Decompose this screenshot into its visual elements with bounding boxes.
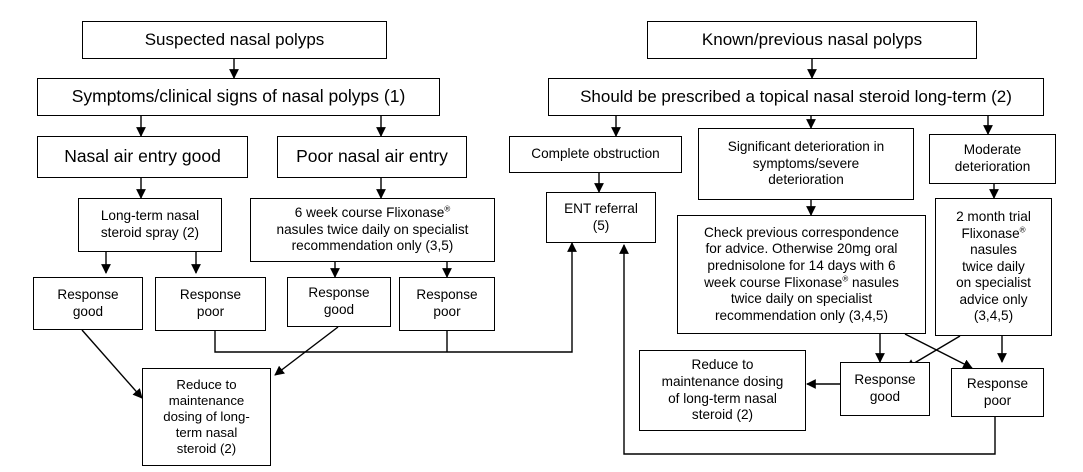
node-check-previous-correspondence: Check previous correspondence for advice… [677, 215, 926, 334]
arrow-poor-responses-to-ent [214, 242, 577, 353]
node-response-poor-spray: Response poor [155, 277, 266, 331]
node-suspected-nasal-polyps: Suspected nasal polyps [82, 21, 387, 59]
node-response-good-right: Response good [840, 362, 930, 416]
arrow-check-to-poor [904, 333, 973, 369]
node-response-poor-right: Response poor [951, 368, 1044, 417]
node-label: Long-term nasal steroid spray (2) [100, 208, 200, 240]
node-label: Symptoms/clinical signs of nasal polyps … [71, 86, 406, 107]
node-poor-nasal-air-entry: Poor nasal air entry [277, 136, 467, 178]
node-response-good-course: Response good [287, 277, 391, 327]
node-label: Response poor [966, 375, 1029, 408]
node-response-good-spray: Response good [33, 277, 143, 330]
node-label: Poor nasal air entry [296, 146, 448, 167]
node-label-rest: nasules twice daily on specialist recomm… [276, 221, 469, 254]
node-label: Complete obstruction [531, 146, 660, 162]
node-complete-obstruction: Complete obstruction [509, 136, 682, 173]
node-label-line1: Check previous correspondence for advice… [704, 224, 899, 290]
node-label: Response good [854, 372, 916, 404]
node-reduce-maintenance-left: Reduce to maintenance dosing of long- te… [142, 368, 271, 466]
node-label: Reduce to maintenance dosing of long-ter… [661, 357, 784, 423]
node-label: Response poor [179, 287, 242, 319]
node-label: Response good [57, 286, 119, 319]
node-label-rest: nasules twice daily on specialist advice… [956, 242, 1031, 324]
node-label: 6 week course Flixonase® nasules twice d… [277, 205, 469, 255]
node-label: Response poor [416, 287, 478, 319]
node-label-line1: 6 week course Flixonase [294, 205, 445, 221]
node-label: Should be prescribed a topical nasal ste… [580, 86, 1012, 106]
node-known-nasal-polyps: Known/previous nasal polyps [647, 21, 977, 59]
node-symptoms-clinical-signs: Symptoms/clinical signs of nasal polyps … [37, 78, 440, 116]
node-label: ENT referral (5) [564, 200, 638, 233]
arrow-resp-good-2-to-reduce [274, 326, 339, 376]
node-nasal-air-entry-good: Nasal air entry good [37, 136, 248, 178]
node-label-line1: 2 month trial Flixonase [956, 208, 1031, 241]
node-label: Check previous correspondence for advice… [704, 225, 899, 324]
node-label: Reduce to maintenance dosing of long- te… [163, 376, 250, 457]
node-response-poor-course: Response poor [399, 277, 495, 331]
node-label: 2 month trial Flixonase® nasules twice d… [956, 209, 1031, 325]
node-label: Suspected nasal polyps [144, 29, 325, 49]
node-label-rest: nasules twice daily on specialist recomm… [714, 274, 899, 323]
node-ent-referral: ENT referral (5) [546, 192, 656, 243]
registered-mark: ® [444, 204, 451, 214]
node-reduce-maintenance-right: Reduce to maintenance dosing of long-ter… [639, 350, 806, 431]
node-label: Response good [308, 285, 370, 317]
arrow-resp-good-1-to-reduce [81, 329, 143, 399]
node-longterm-nasal-steroid-spray: Long-term nasal steroid spray (2) [78, 198, 222, 252]
node-label: Nasal air entry good [64, 146, 221, 167]
node-topical-steroid-longterm: Should be prescribed a topical nasal ste… [548, 78, 1044, 116]
node-six-week-flixonase-course: 6 week course Flixonase® nasules twice d… [250, 198, 495, 262]
node-label: Moderate deterioration [954, 142, 1031, 174]
node-moderate-deterioration: Moderate deterioration [929, 134, 1056, 184]
registered-mark: ® [842, 273, 849, 283]
node-label: Significant deterioration in symptoms/se… [727, 139, 885, 188]
node-significant-deterioration: Significant deterioration in symptoms/se… [698, 128, 914, 200]
node-label: Known/previous nasal polyps [701, 29, 923, 49]
registered-mark: ® [1019, 225, 1026, 235]
arrow-poor-to-ent [619, 244, 996, 455]
node-two-month-flixonase-trial: 2 month trial Flixonase® nasules twice d… [935, 198, 1052, 336]
